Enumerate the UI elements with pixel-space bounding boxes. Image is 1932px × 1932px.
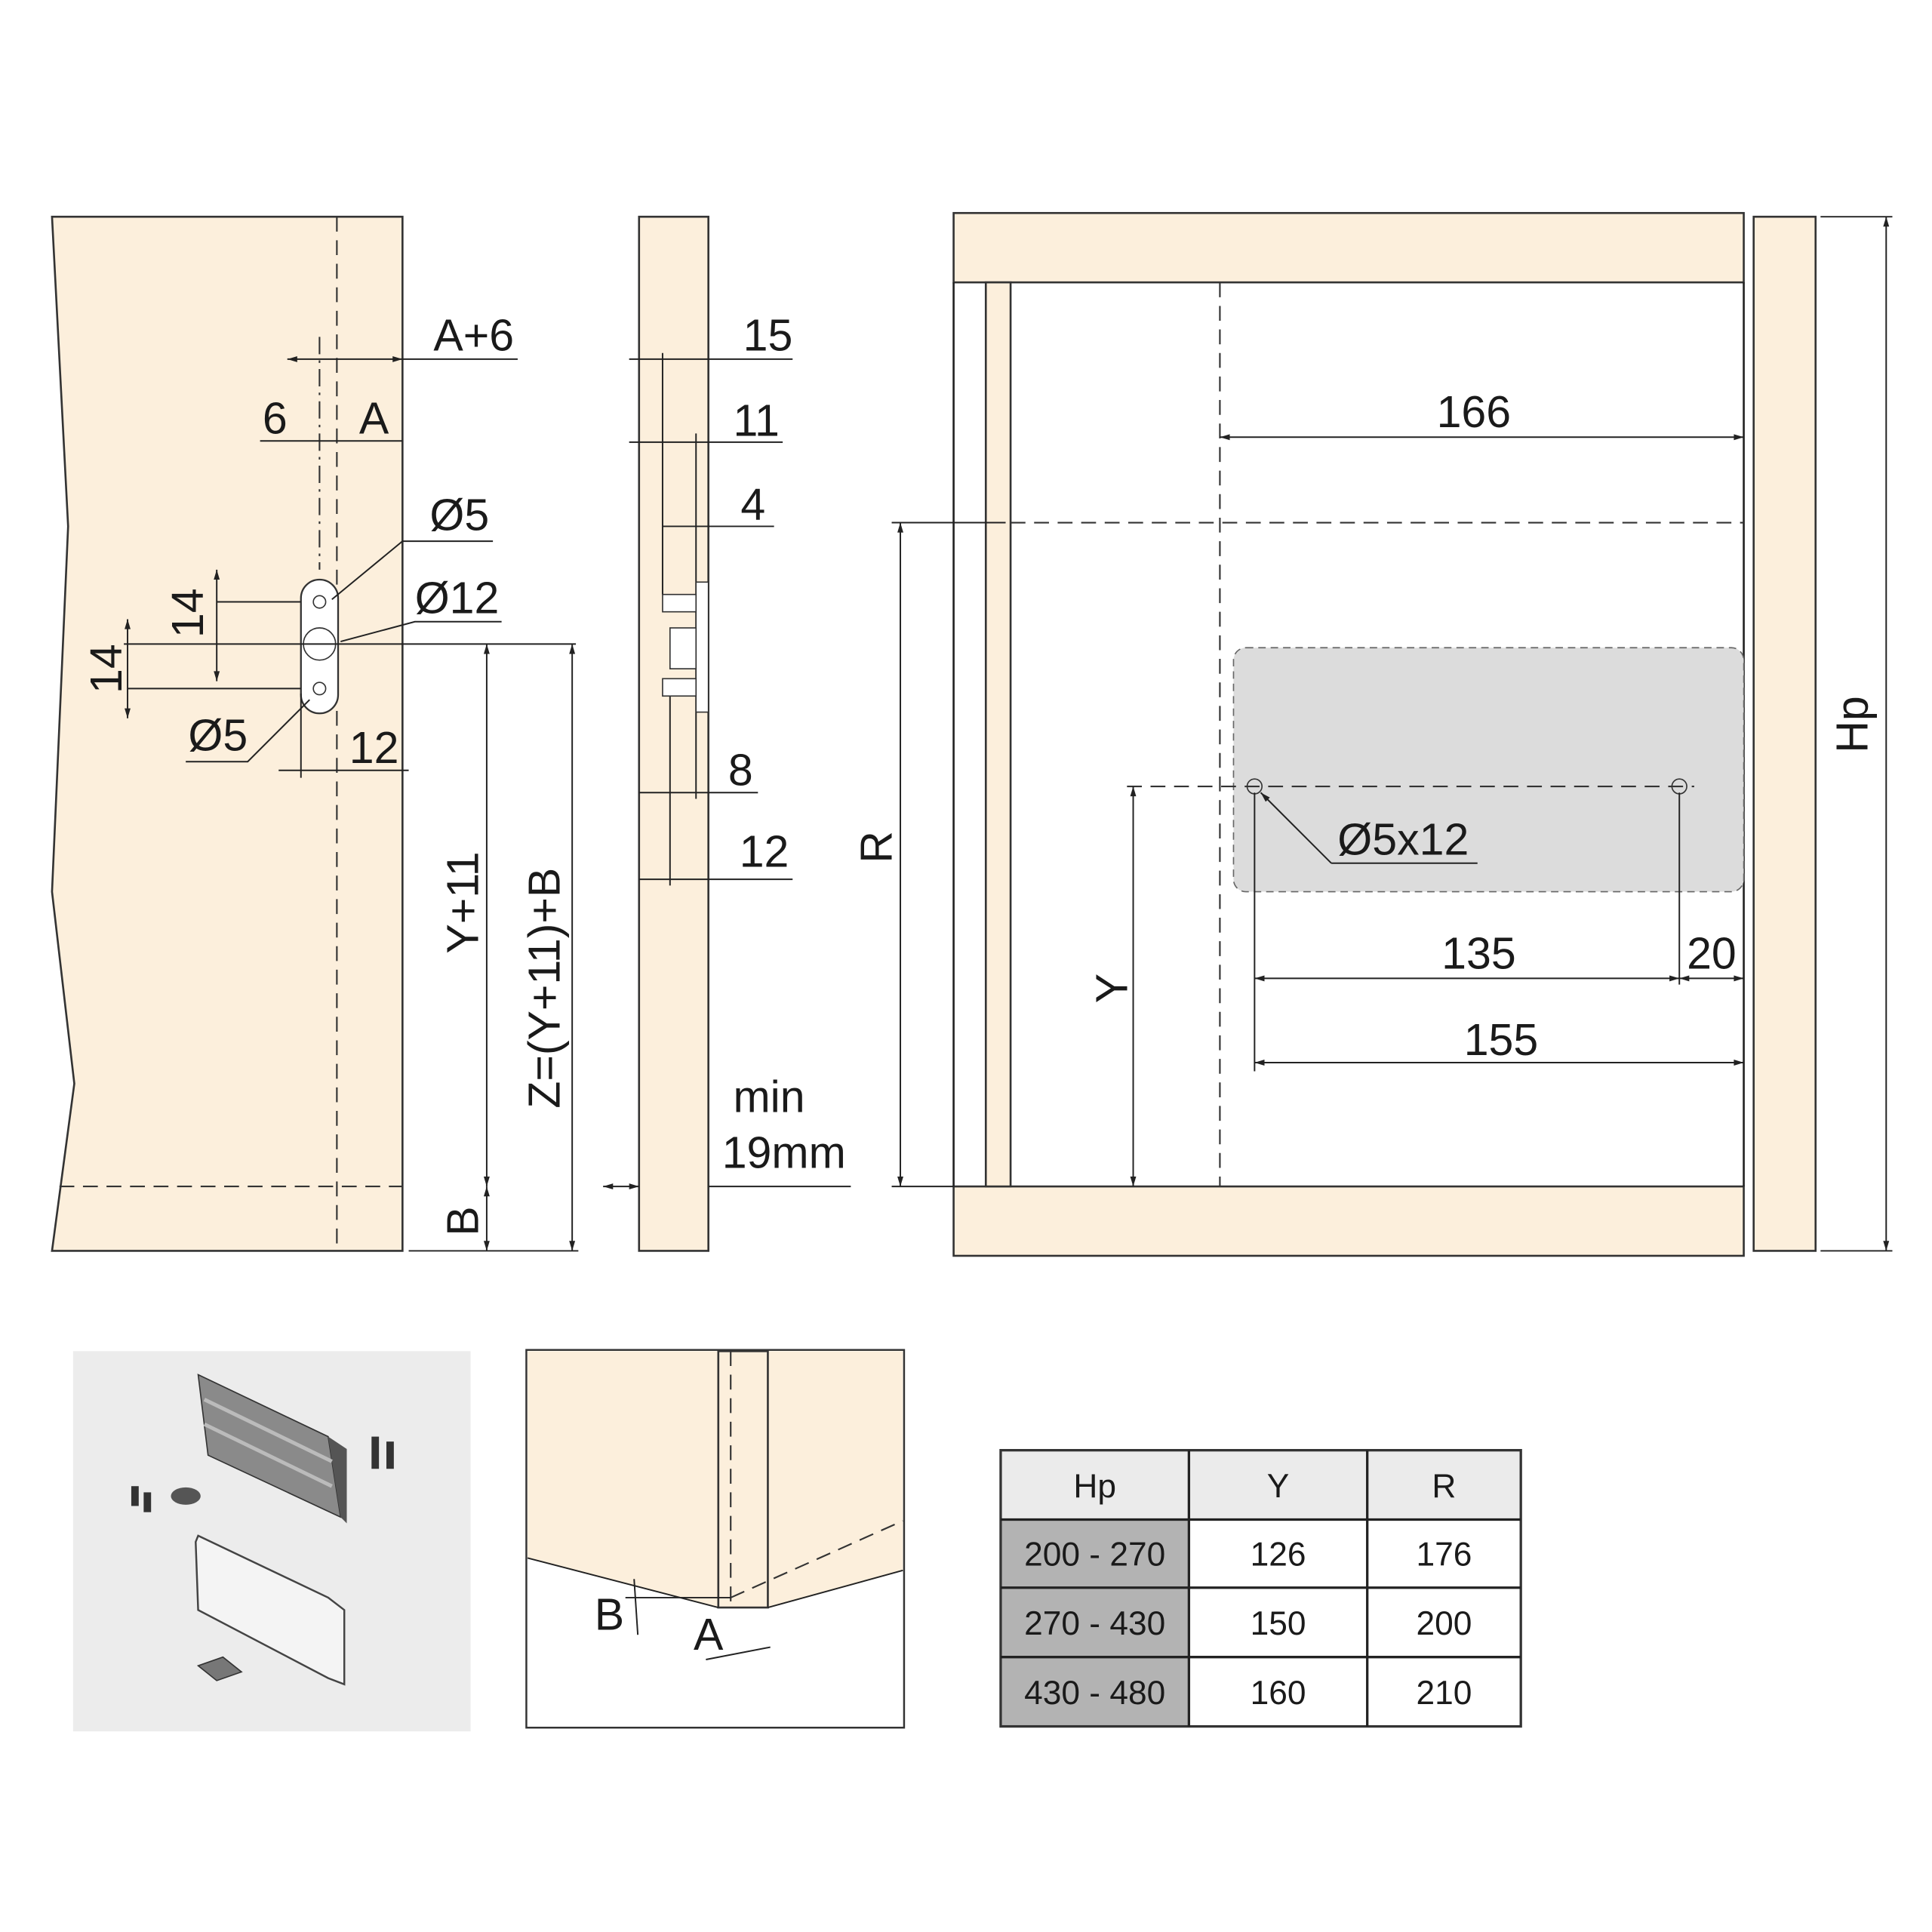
table-cell: 430 - 480 (1024, 1675, 1165, 1712)
dim-z-formula: Z=(Y+11)+B (520, 868, 570, 1109)
table-cell: 150 (1251, 1605, 1306, 1642)
dim-b: B (438, 1206, 488, 1235)
detail-b: B (595, 1590, 624, 1640)
dim-15: 15 (743, 310, 793, 360)
table-cell: 200 - 270 (1024, 1536, 1165, 1573)
dim-y: Y (1087, 974, 1137, 1003)
dim-14-lower: 14 (82, 644, 131, 694)
dim-20: 20 (1687, 928, 1737, 978)
dim-12-edge: 12 (740, 827, 789, 877)
dimension-table: Hp Y R 200 - 270 126 176 270 - 430 150 2… (999, 1449, 1522, 1728)
table-cell: 126 (1251, 1536, 1306, 1573)
front-edge-view: 15 11 4 8 12 min 19mm (603, 215, 851, 1252)
dim-hp: Hp (1828, 696, 1878, 753)
dim-y-plus-11: Y+11 (438, 851, 488, 953)
dim-155: 155 (1464, 1015, 1539, 1065)
dim-r: R (852, 831, 902, 863)
dim-dia5-bottom: Ø5 (188, 710, 248, 760)
table-header-y: Y (1267, 1468, 1290, 1505)
dim-14-upper: 14 (163, 588, 213, 638)
min-thickness: 19mm (722, 1128, 846, 1177)
dim-dia5-top: Ø5 (429, 490, 489, 540)
hinge-plate (300, 578, 340, 715)
detail-a: A (694, 1610, 724, 1660)
side-panel-view: A+6 6 A Ø5 Ø12 14 14 Ø5 12 Y+11 Z=(Y+11)… (51, 215, 579, 1252)
dim-a: A (359, 393, 389, 443)
table-cell: 270 - 430 (1024, 1605, 1165, 1642)
table-header-hp: Hp (1073, 1468, 1116, 1505)
product-illustration (72, 1351, 471, 1732)
dim-135: 135 (1441, 928, 1516, 978)
dim-8: 8 (728, 745, 753, 795)
dim-12: 12 (349, 723, 399, 773)
overlay-detail-view: B A (525, 1349, 906, 1729)
table-cell: 176 (1416, 1536, 1472, 1573)
table-cell: 200 (1416, 1605, 1472, 1642)
dim-11: 11 (733, 396, 779, 446)
table-cell: 160 (1251, 1675, 1306, 1712)
drawer-insert-area (1232, 647, 1745, 893)
min-label: min (733, 1072, 804, 1122)
dim-6: 6 (263, 393, 288, 443)
dim-a-plus-6: A+6 (433, 310, 514, 360)
table-header-r: R (1432, 1468, 1456, 1505)
dim-dia5x12: Ø5x12 (1337, 814, 1469, 864)
cabinet-front-view: Hp 166 Ø5x12 R Y 135 20 155 (852, 211, 1893, 1257)
dim-166: 166 (1437, 387, 1512, 437)
dim-4: 4 (740, 480, 765, 530)
table-cell: 210 (1416, 1675, 1472, 1712)
dim-dia12: Ø12 (415, 573, 500, 623)
